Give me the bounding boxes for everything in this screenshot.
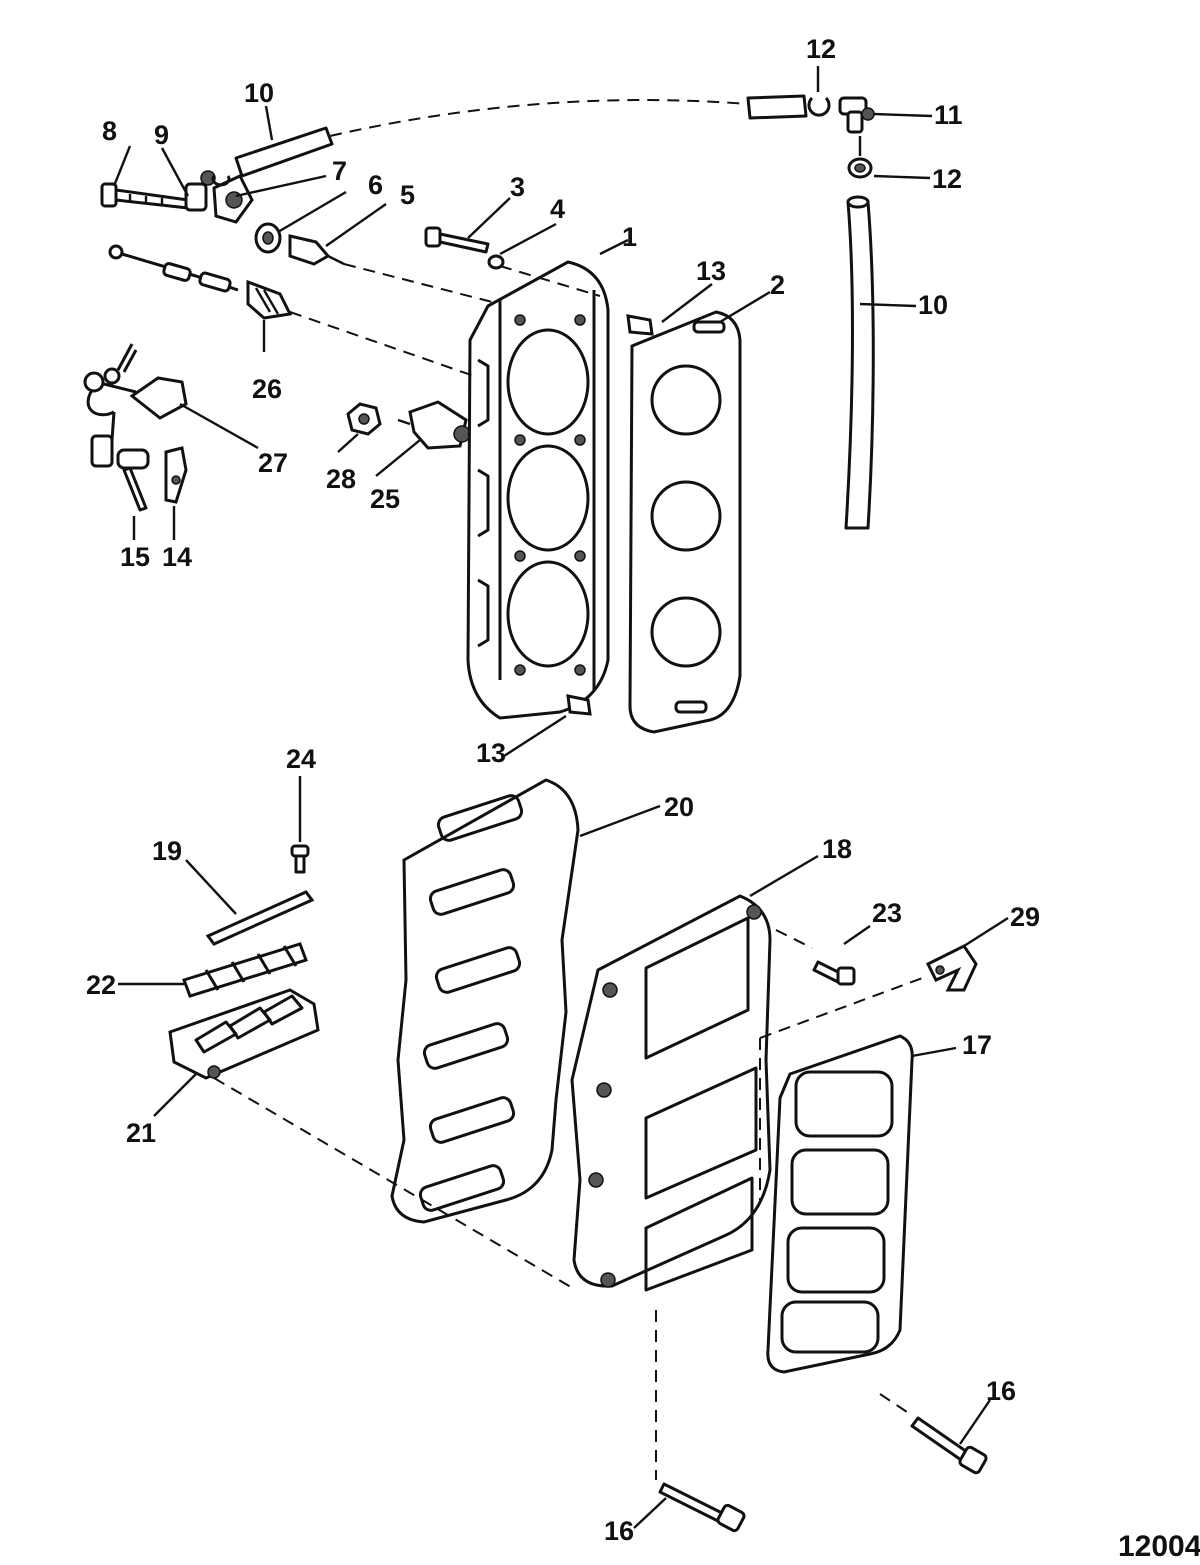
- callout-13-lower: 13: [476, 738, 506, 768]
- callout-28: 28: [326, 464, 356, 494]
- callout-7: 7: [332, 156, 347, 186]
- callout-19: 19: [152, 836, 182, 866]
- callout-20: 20: [664, 792, 694, 822]
- callout-3: 3: [510, 172, 525, 202]
- clamp-upper: [807, 96, 831, 117]
- screw-24: [290, 844, 310, 874]
- callout-2: 2: [770, 270, 785, 300]
- callout-29: 29: [1010, 902, 1040, 932]
- plate-gasket-20: [390, 778, 580, 1224]
- bolt-8: [100, 182, 190, 210]
- callout-leaders: [112, 66, 1009, 1529]
- nut-28: [346, 402, 382, 436]
- reed-stop-19: [205, 890, 315, 946]
- elbow-fitting-9: [184, 170, 216, 212]
- callout-13-upper: 13: [696, 256, 726, 286]
- callout-labels: 1 2 3 4 5 6 7 8 9 10 10 11 12 12 13 13 1…: [86, 34, 1040, 1546]
- callout-15: 15: [120, 542, 150, 572]
- callout-27: 27: [258, 448, 288, 478]
- washer-4: [487, 254, 505, 270]
- cover-gasket-17: [766, 1034, 914, 1374]
- callout-4: 4: [550, 194, 565, 224]
- callout-12-lower: 12: [932, 164, 962, 194]
- callout-8: 8: [102, 116, 117, 146]
- callout-26: 26: [252, 374, 282, 404]
- callout-22: 22: [86, 970, 116, 1000]
- clamp-lower: [847, 157, 873, 179]
- callout-10-upper: 10: [244, 78, 274, 108]
- terminal-14: [164, 446, 188, 504]
- grommet-6: [254, 222, 282, 254]
- sensor-5: [288, 234, 345, 266]
- callout-23: 23: [872, 898, 902, 928]
- dowel-pin-upper: [626, 314, 654, 336]
- dowel-pin-lower: [566, 694, 592, 716]
- callout-21: 21: [126, 1118, 156, 1148]
- callout-17: 17: [962, 1030, 992, 1060]
- callout-16-bottom: 16: [604, 1516, 634, 1546]
- callout-1: 1: [622, 222, 637, 252]
- callout-9: 9: [154, 120, 169, 150]
- callout-5: 5: [400, 180, 415, 210]
- thermostat-cover-7: [211, 174, 254, 224]
- reeds-22: [182, 942, 308, 998]
- hose-fitting: [838, 96, 875, 156]
- cylinder-head-1: [466, 260, 610, 720]
- callout-24: 24: [286, 744, 316, 774]
- bolt-16-right: [910, 1416, 988, 1475]
- screw-15: [116, 448, 150, 512]
- bolt-23: [812, 960, 856, 986]
- callout-6: 6: [368, 170, 383, 200]
- hose-long: [844, 195, 875, 530]
- temperature-sender-26: [108, 244, 293, 320]
- head-gasket-2: [628, 310, 742, 734]
- switch-25: [397, 400, 471, 450]
- bolt-16-bottom: [658, 1482, 746, 1533]
- bolt-3: [424, 226, 490, 254]
- callout-16-right: 16: [986, 1376, 1016, 1406]
- transfer-plate-18: [570, 894, 772, 1292]
- callout-12-upper: 12: [806, 34, 836, 64]
- bracket-29: [925, 944, 978, 992]
- wire-harness-27: [83, 343, 188, 468]
- assembly-lines: [213, 263, 929, 1480]
- callout-25: 25: [370, 484, 400, 514]
- callout-10-right: 10: [918, 290, 948, 320]
- callout-11: 11: [934, 100, 963, 130]
- callout-14: 14: [162, 542, 192, 572]
- reed-block-21: [168, 988, 320, 1080]
- hose-upper: [234, 94, 808, 178]
- callout-18: 18: [822, 834, 852, 864]
- drawing-number: 12004: [1118, 1530, 1200, 1563]
